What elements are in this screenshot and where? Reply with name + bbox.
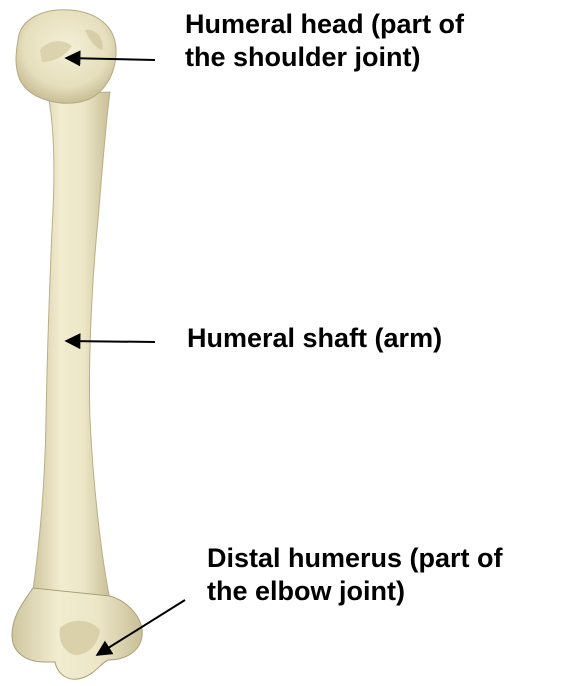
distal-humerus-label: Distal humerus (part of the elbow joint): [207, 542, 503, 608]
arrow-shaft-label: [66, 341, 155, 342]
humeral-head-label: Humeral head (part of the shoulder joint…: [185, 8, 464, 74]
distal-humerus-label-line1: Distal humerus (part of: [207, 542, 503, 575]
humeral-head-label-line2: the shoulder joint): [185, 41, 464, 74]
humeral-head-label-line1: Humeral head (part of: [185, 8, 464, 41]
humeral-shaft-label: Humeral shaft (arm): [187, 322, 442, 355]
distal-humerus-label-line2: the elbow joint): [207, 575, 503, 608]
humerus-shaft: [33, 92, 110, 600]
humeral-head: [16, 10, 116, 103]
humeral-shaft-label-line1: Humeral shaft (arm): [187, 322, 442, 355]
